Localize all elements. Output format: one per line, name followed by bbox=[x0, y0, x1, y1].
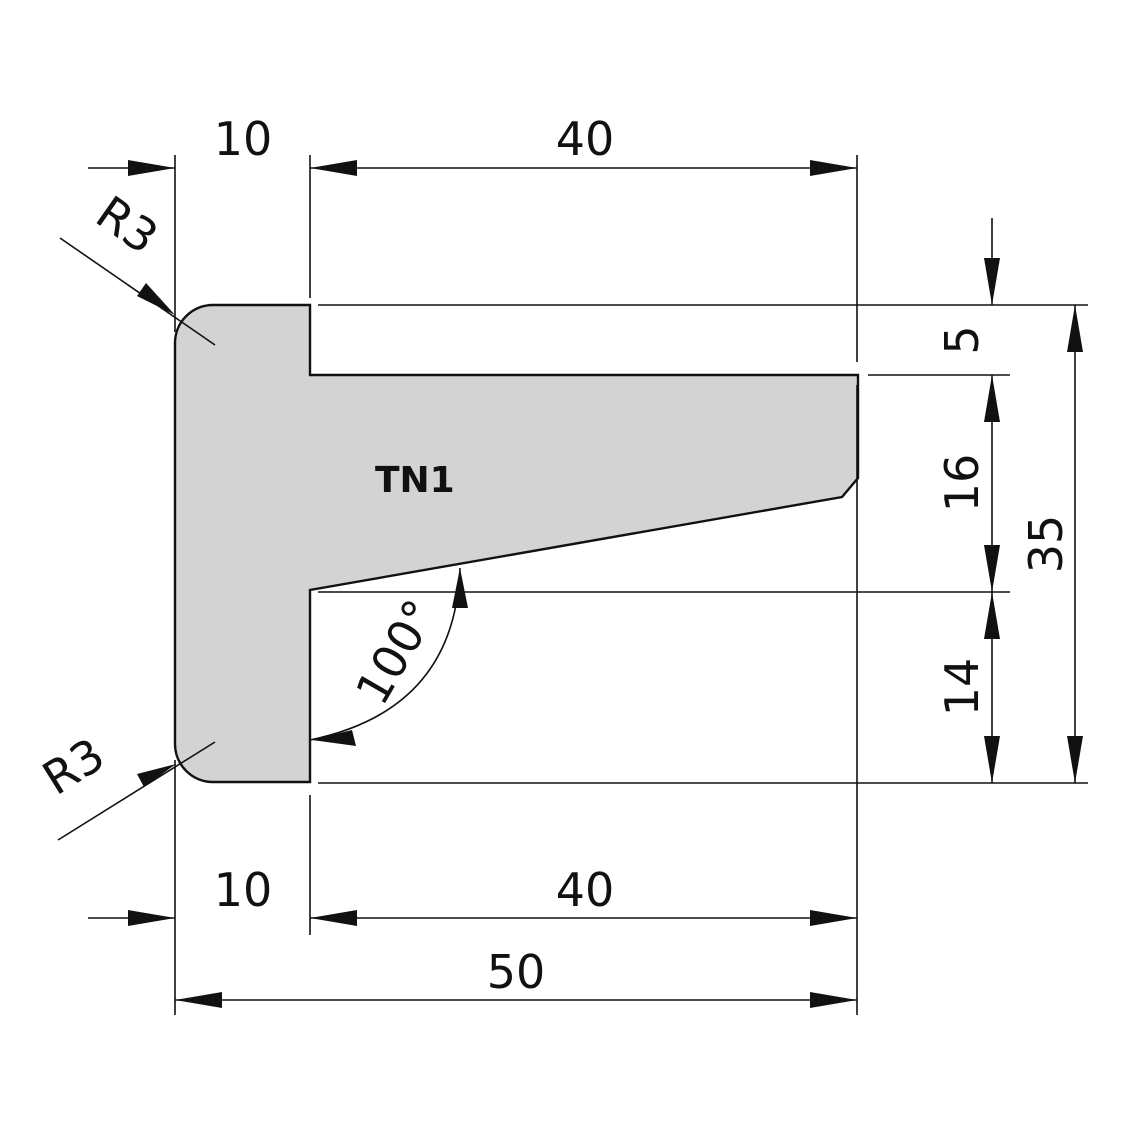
svg-text:10: 10 bbox=[214, 112, 273, 166]
vertical-dimension-16: 16 bbox=[935, 375, 1000, 592]
top-dimension-40: 40 bbox=[310, 112, 857, 176]
overall-dimension-50: 50 bbox=[175, 945, 857, 1008]
profile-shape bbox=[173, 303, 860, 784]
svg-text:10: 10 bbox=[214, 863, 273, 917]
vertical-dimension-14: 14 bbox=[935, 592, 1000, 783]
svg-text:40: 40 bbox=[556, 863, 615, 917]
extension-lines bbox=[174, 155, 1088, 1015]
svg-text:35: 35 bbox=[1019, 515, 1073, 574]
svg-text:R3: R3 bbox=[33, 727, 114, 805]
angle-dimension-100: 100° bbox=[309, 567, 468, 746]
svg-text:50: 50 bbox=[487, 945, 546, 999]
top-dimension-10: 10 bbox=[88, 112, 272, 176]
vertical-dimension-5: 5 bbox=[935, 218, 1000, 422]
svg-text:14: 14 bbox=[935, 658, 989, 717]
bottom-dimension-10: 10 bbox=[88, 863, 272, 926]
svg-text:R3: R3 bbox=[87, 185, 168, 264]
svg-text:100°: 100° bbox=[345, 591, 447, 714]
bottom-dimension-40: 40 bbox=[310, 863, 857, 926]
svg-text:40: 40 bbox=[556, 112, 615, 166]
vertical-dimension-35: 35 bbox=[1019, 305, 1083, 783]
svg-text:16: 16 bbox=[935, 454, 989, 513]
part-label: TN1 bbox=[375, 460, 455, 501]
svg-text:5: 5 bbox=[935, 325, 989, 354]
